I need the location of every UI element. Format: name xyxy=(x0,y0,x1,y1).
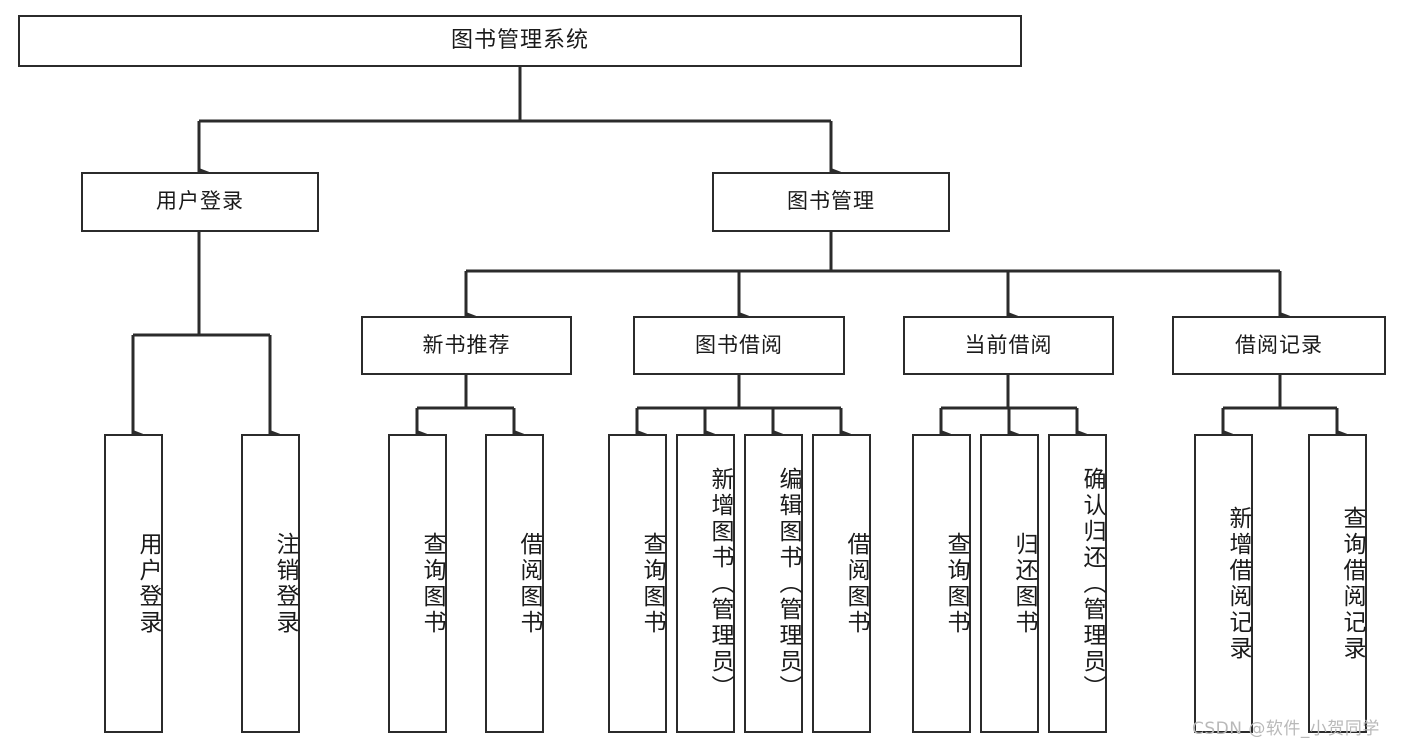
leaf-label: 归还图书 xyxy=(1011,531,1037,636)
node-leaf-user-login[interactable]: 用户登录 xyxy=(104,434,163,733)
node-root-system[interactable]: 图书管理系统 xyxy=(18,15,1022,67)
leaf-label: 查询图书 xyxy=(943,531,969,636)
leaf-label: 查询图书 xyxy=(419,531,445,636)
leaf-label: 确认归还（管理员） xyxy=(1079,466,1105,701)
node-leaf-query-record[interactable]: 查询借阅记录 xyxy=(1308,434,1367,733)
node-leaf-return-book[interactable]: 归还图书 xyxy=(980,434,1039,733)
node-borrow-record[interactable]: 借阅记录 xyxy=(1172,316,1386,375)
node-leaf-query-book-2[interactable]: 查询图书 xyxy=(608,434,667,733)
leaf-label: 借阅图书 xyxy=(516,531,542,636)
node-leaf-edit-book[interactable]: 编辑图书（管理员） xyxy=(744,434,803,733)
leaf-label: 用户登录 xyxy=(135,531,161,636)
node-book-management[interactable]: 图书管理 xyxy=(712,172,950,232)
node-leaf-add-book[interactable]: 新增图书（管理员） xyxy=(676,434,735,733)
node-leaf-borrow-book-2[interactable]: 借阅图书 xyxy=(812,434,871,733)
leaf-label: 新增图书（管理员） xyxy=(707,466,733,701)
node-leaf-add-record[interactable]: 新增借阅记录 xyxy=(1194,434,1253,733)
node-current-borrow[interactable]: 当前借阅 xyxy=(903,316,1114,375)
leaf-label: 查询借阅记录 xyxy=(1339,505,1365,662)
leaf-label: 查询图书 xyxy=(639,531,665,636)
leaf-label: 新增借阅记录 xyxy=(1225,505,1251,662)
leaf-label: 注销登录 xyxy=(272,531,298,636)
node-leaf-query-book-3[interactable]: 查询图书 xyxy=(912,434,971,733)
leaf-label: 借阅图书 xyxy=(843,531,869,636)
node-book-borrow[interactable]: 图书借阅 xyxy=(633,316,845,375)
node-leaf-confirm-return[interactable]: 确认归还（管理员） xyxy=(1048,434,1107,733)
node-new-book-recommend[interactable]: 新书推荐 xyxy=(361,316,572,375)
node-leaf-borrow-book-1[interactable]: 借阅图书 xyxy=(485,434,544,733)
csdn-watermark: CSDN @软件_小贺同学 xyxy=(1192,719,1380,739)
node-leaf-query-book-1[interactable]: 查询图书 xyxy=(388,434,447,733)
node-user-login[interactable]: 用户登录 xyxy=(81,172,319,232)
node-leaf-logout[interactable]: 注销登录 xyxy=(241,434,300,733)
leaf-label: 编辑图书（管理员） xyxy=(775,466,801,701)
